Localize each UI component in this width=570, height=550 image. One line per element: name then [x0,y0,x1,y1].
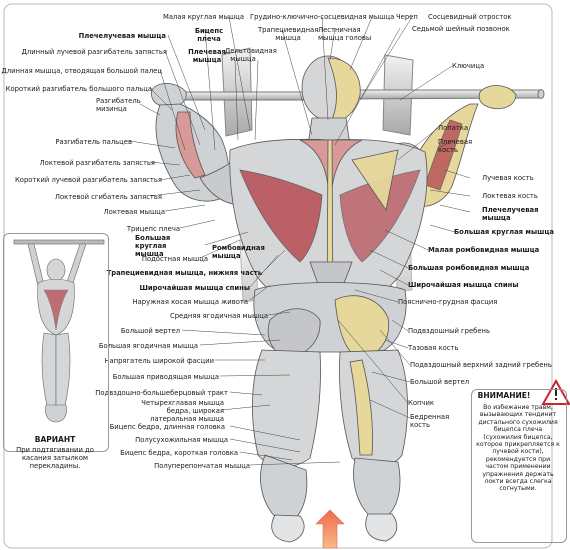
hands [151,83,517,110]
label-anconeus: Локтевая мышца [103,208,165,216]
label-teres-major-left: Большая круглая мышца [135,234,171,258]
label-deltoid: Дельтовидная мышца [225,47,277,63]
label-rhomboid-minor: Малая ромбовидная мышца [428,246,540,254]
label-vastus-lateralis: Четырехглавая мышца бедра, широкая латер… [141,399,224,423]
warning-title: ВНИМАНИЕ! [477,391,531,400]
label-triceps: Трицепс плеча [126,225,180,233]
label-trapezius-lower: Трапециевидная мышца, нижняя часть [106,269,262,277]
label-ulna: Локтевая кость [482,192,538,200]
label-infraspinatus: Подостная мышца [141,255,208,263]
label-coccyx: Копчик [408,399,434,407]
label-adductor-magnus: Большая приводящая мышца [112,373,219,381]
head [301,55,361,146]
label-c7-vertebra: Седьмой шейный позвонок [412,25,510,33]
label-scapula: Лопатка [438,124,469,132]
label-greater-trochanter-left: Большой вертел [120,327,180,335]
legs [252,349,408,543]
label-gluteus-medius: Средняя ягодичная мышца [169,312,268,320]
label-thoracolumbar-fascia: Пояснично-грудная фасция [398,298,498,306]
label-rhomboid-left: Ромбовидная мышца [212,244,265,260]
label-latissimus-right: Широчайшая мышца спины [408,281,519,289]
label-posterior-superior-iliac: Подвздошный верхний задний гребень [410,361,552,369]
upward-arrow [315,509,345,549]
variant-title: ВАРИАНТ [34,435,76,444]
label-teres-minor: Малая круглая мышца [163,13,245,21]
label-clavicle: Ключица [452,62,485,70]
label-semitendinosus: Полусухожильная мышца [135,436,228,444]
label-radius: Лучевая кость [482,174,534,182]
warning-box [471,389,567,543]
label-mastoid-process: Сосцевидный отросток [428,13,512,21]
label-ext-digiti-minimi: Разгибатель мизинца [96,97,141,113]
label-humerus: Плечевая кость [438,138,473,154]
label-iliac-crest: Подвздошный гребень [408,327,490,335]
main-frame [3,3,553,549]
label-ext-carpi-radialis-brevis: Короткий лучевой разгибатель запястья [14,176,162,184]
label-semimembranosus: Полуперепончатая мышца [154,462,250,470]
label-iliotibial-tract: Подвздошно-большеберцовый тракт [95,389,228,397]
label-pelvic-bone: Тазовая кость [408,344,459,352]
warning-text: Во избежание травм, вызывающих тендинит … [476,404,560,493]
variant-text: При подтягивании до касания затылком пер… [16,446,94,470]
label-abductor-pollicis-longus: Длинная мышца, отводящая большой палец [1,67,162,75]
variant-inset [3,233,109,452]
label-rhomboid-major: Большая ромбовидная мышца [408,264,530,272]
label-skull: Череп [396,13,418,21]
label-biceps-brachii: Бицепс плеча [194,27,224,43]
label-brachioradialis: Плечелучевая мышца [78,32,166,40]
label-femur: Бедренная кость [410,413,450,429]
variant-figure [13,239,105,423]
label-splenius-capitis: Лестничная мышца головы [318,26,372,42]
label-brachioradialis-right: Плечелучевая мышца [482,206,539,222]
label-biceps-femoris-long: Бицепс бедра, длинная головка [109,423,225,431]
label-ext-carpi-ulnaris: Локтевой разгибатель запястья [39,159,155,167]
label-gluteus-maximus: Большая ягодичная мышца [98,342,198,350]
label-latissimus-left: Широчайшая мышца спины [139,284,251,292]
label-ext-pollicis-brevis: Короткий разгибатель большого пальца [5,85,152,93]
label-trapezius: Трапециевидная мышца [258,26,319,42]
leader-lines [129,16,471,466]
pelvis [253,282,407,361]
label-brachialis: Плечевая мышца [188,48,226,64]
label-tensor-fasciae-latae: Напрягатель широкой фасции [104,357,214,365]
label-teres-major-right: Большая круглая мышца [454,228,554,236]
label-greater-trochanter-right: Большой вертел [410,378,470,386]
label-external-oblique: Наружная косая мышца живота [132,298,248,306]
label-biceps-femoris-short: Бицепс бедра, короткая головка [120,449,238,457]
label-flexor-carpi-ulnaris: Локтевой сгибатель запястья [54,193,162,201]
label-ext-digitorum: Разгибатель пальцев [55,138,132,146]
label-sternocleidomastoid: Грудино-ключично-сосцевидная мышца [250,13,395,21]
label-ext-carpi-radialis-longus: Длинный лучевой разгибатель запястья [21,48,167,56]
